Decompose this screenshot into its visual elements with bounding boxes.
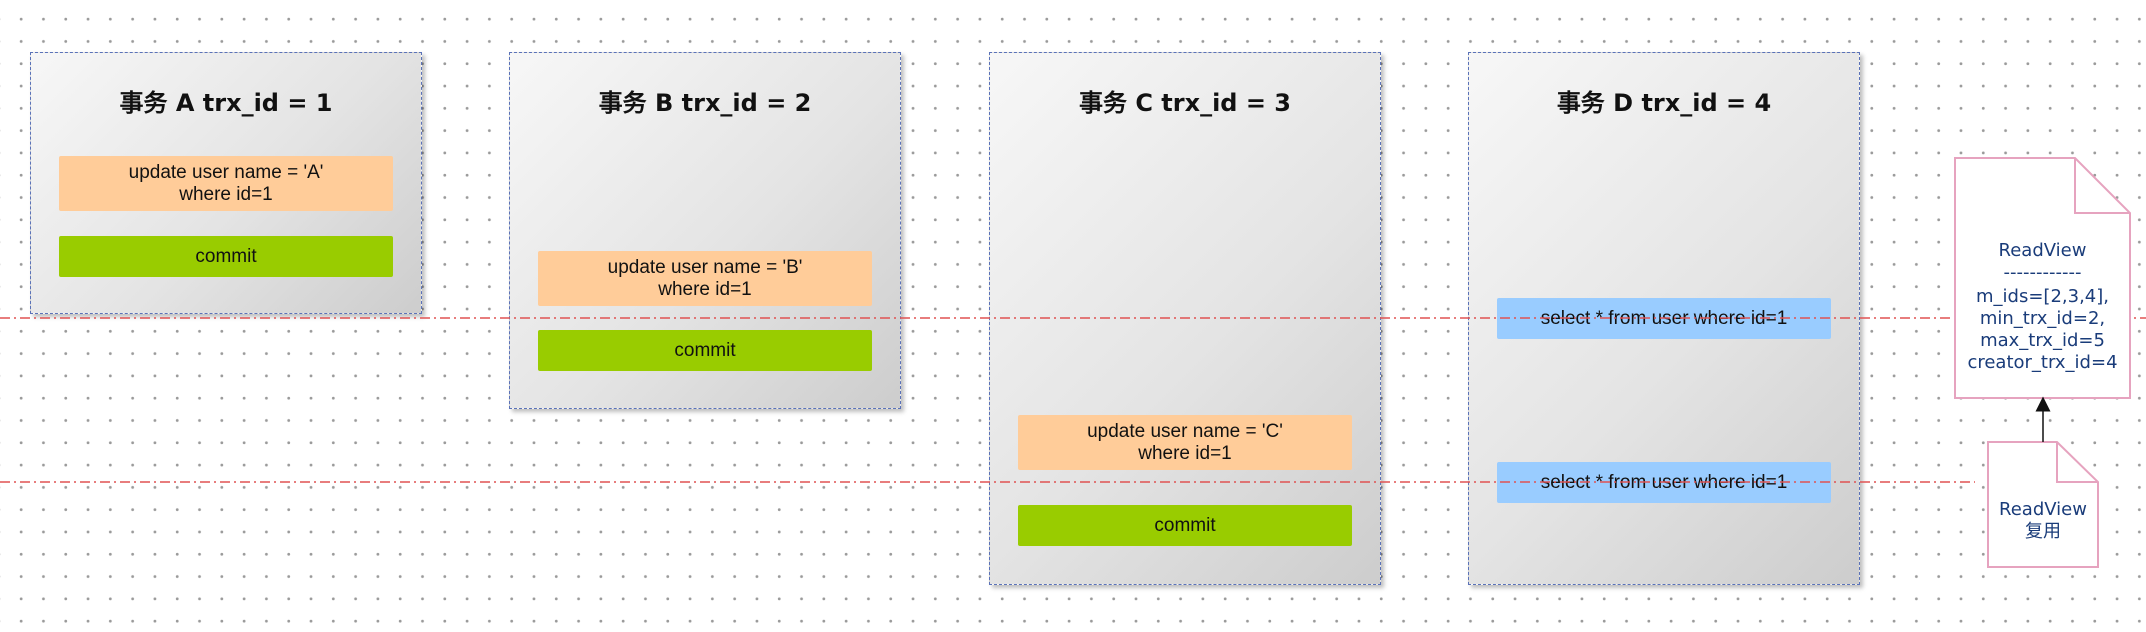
lane-title: 事务 C trx_id = 3 <box>1078 89 1292 117</box>
update-block: update user name = 'B' where id=1 <box>538 251 872 306</box>
transaction-lane-d: 事务 D trx_id = 4 select * from user where… <box>1468 52 1860 585</box>
transaction-lane-c: 事务 C trx_id = 3 update user name = 'C' w… <box>989 52 1381 585</box>
readview-fields: m_ids=[2,3,4], min_trx_id=2, max_trx_id=… <box>1967 286 2118 373</box>
transaction-lane-a: 事务 A trx_id = 1 update user name = 'A' w… <box>30 52 422 314</box>
select-block: select * from user where id=1 <box>1497 298 1831 339</box>
lane-title: 事务 B trx_id = 2 <box>598 89 812 117</box>
commit-block: commit <box>59 236 393 277</box>
commit-block: commit <box>538 330 872 371</box>
readview-reuse-label: ReadView 复用 <box>1999 499 2087 542</box>
lane-title: 事务 D trx_id = 4 <box>1556 89 1772 117</box>
select-block: select * from user where id=1 <box>1497 462 1831 503</box>
update-block: update user name = 'A' where id=1 <box>59 156 393 211</box>
update-block: update user name = 'C' where id=1 <box>1018 415 1352 470</box>
lane-title: 事务 A trx_id = 1 <box>119 89 333 117</box>
transaction-lane-b: 事务 B trx_id = 2 update user name = 'B' w… <box>509 52 901 409</box>
commit-block: commit <box>1018 505 1352 546</box>
readview-separator: ------------ <box>2003 262 2082 283</box>
readview-title: ReadView <box>1998 240 2087 261</box>
